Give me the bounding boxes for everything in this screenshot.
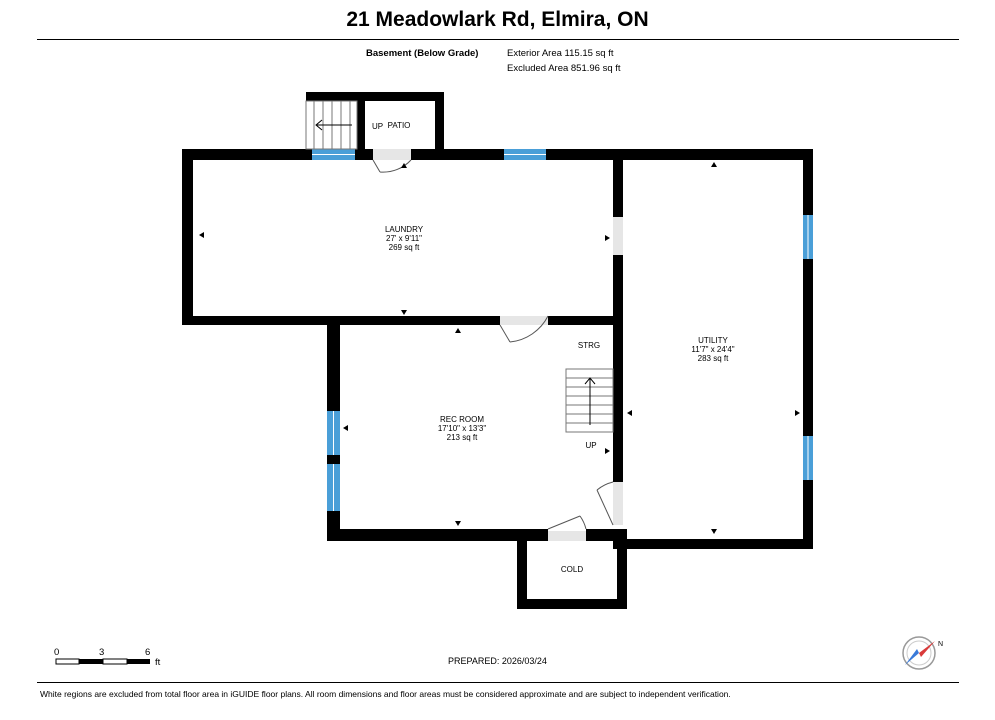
- scale-segment: [79, 659, 103, 664]
- footer-divider: [37, 682, 959, 683]
- wall: [327, 455, 340, 464]
- compass-north-label: N: [938, 641, 943, 648]
- patio-stairs: [305, 100, 358, 150]
- storage-door-opening: [613, 482, 623, 525]
- laundry-name: LAUNDRY: [385, 225, 424, 234]
- dimension-markers: [199, 162, 800, 534]
- door-openings: [373, 149, 623, 541]
- wall: [306, 92, 444, 101]
- wall: [182, 316, 500, 325]
- stairs-label: UP: [585, 441, 596, 450]
- laundry-dims: 27' x 9'11": [386, 234, 422, 243]
- walls: [182, 92, 813, 609]
- excluded-area: Excluded Area 851.96 sq ft: [507, 63, 621, 74]
- wall: [613, 255, 623, 482]
- wall: [327, 529, 548, 541]
- cold-name: COLD: [561, 565, 583, 574]
- laundry-door-opening: [500, 316, 548, 325]
- utility-door-opening: [613, 217, 623, 255]
- scale-tick-3: 3: [99, 647, 105, 658]
- window-lines: [312, 154, 809, 511]
- windows: [312, 149, 813, 511]
- property-address-title: 21 Meadowlark Rd, Elmira, ON: [346, 8, 649, 31]
- wall: [546, 149, 812, 160]
- wall: [517, 529, 527, 609]
- wall: [435, 92, 444, 160]
- utility-dims: 11'7" x 24'4": [691, 345, 734, 354]
- rec-room-name: REC ROOM: [440, 415, 484, 424]
- scale-segment: [55, 658, 80, 665]
- compass-icon: N: [902, 636, 943, 670]
- scale-segment: [127, 659, 150, 664]
- header-divider: [37, 39, 959, 40]
- door-swings: [372, 159, 614, 530]
- wall: [182, 149, 193, 325]
- wall: [355, 149, 373, 160]
- rec-room-dims: 17'10" x 13'3": [438, 424, 486, 433]
- patio-door-swing: [372, 159, 412, 173]
- wall: [182, 149, 312, 160]
- rec-room-area: 213 sq ft: [447, 433, 478, 442]
- wall: [617, 529, 627, 609]
- scale-tick-0: 0: [54, 647, 60, 658]
- scale-segment: [102, 658, 128, 665]
- utility-area: 283 sq ft: [698, 354, 729, 363]
- floor-name: Basement (Below Grade): [366, 48, 479, 59]
- cold-door-opening: [548, 531, 586, 541]
- wall: [803, 259, 813, 436]
- scale-tick-6: 6: [145, 647, 151, 658]
- exterior-area: Exterior Area 115.15 sq ft: [507, 48, 614, 59]
- wall: [411, 149, 504, 160]
- patio-name: PATIO: [388, 121, 411, 130]
- scale-unit: ft: [155, 657, 161, 668]
- utility-name: UTILITY: [698, 336, 728, 345]
- wall: [517, 599, 627, 609]
- patio-door-opening: [373, 149, 411, 160]
- wall: [586, 529, 623, 541]
- wall: [613, 539, 813, 549]
- storage-name: STRG: [578, 341, 600, 350]
- area-summary: Exterior Area 115.15 sq ft Excluded Area…: [507, 46, 621, 76]
- interior-stairs: [565, 368, 614, 433]
- disclaimer-text: White regions are excluded from total fl…: [40, 689, 731, 699]
- wall: [803, 480, 813, 549]
- wall: [548, 316, 623, 325]
- scale-bar: [55, 658, 150, 665]
- wall: [357, 92, 365, 160]
- wall: [327, 316, 340, 411]
- cold-door-swing: [547, 515, 587, 530]
- patio-stairs-label: UP: [372, 122, 383, 131]
- laundry-door-swing: [499, 315, 549, 343]
- storage-door-swing: [596, 481, 614, 526]
- wall: [613, 149, 623, 217]
- laundry-area: 269 sq ft: [389, 243, 420, 252]
- wall: [803, 149, 813, 215]
- prepared-date: PREPARED: 2026/03/24: [448, 656, 547, 666]
